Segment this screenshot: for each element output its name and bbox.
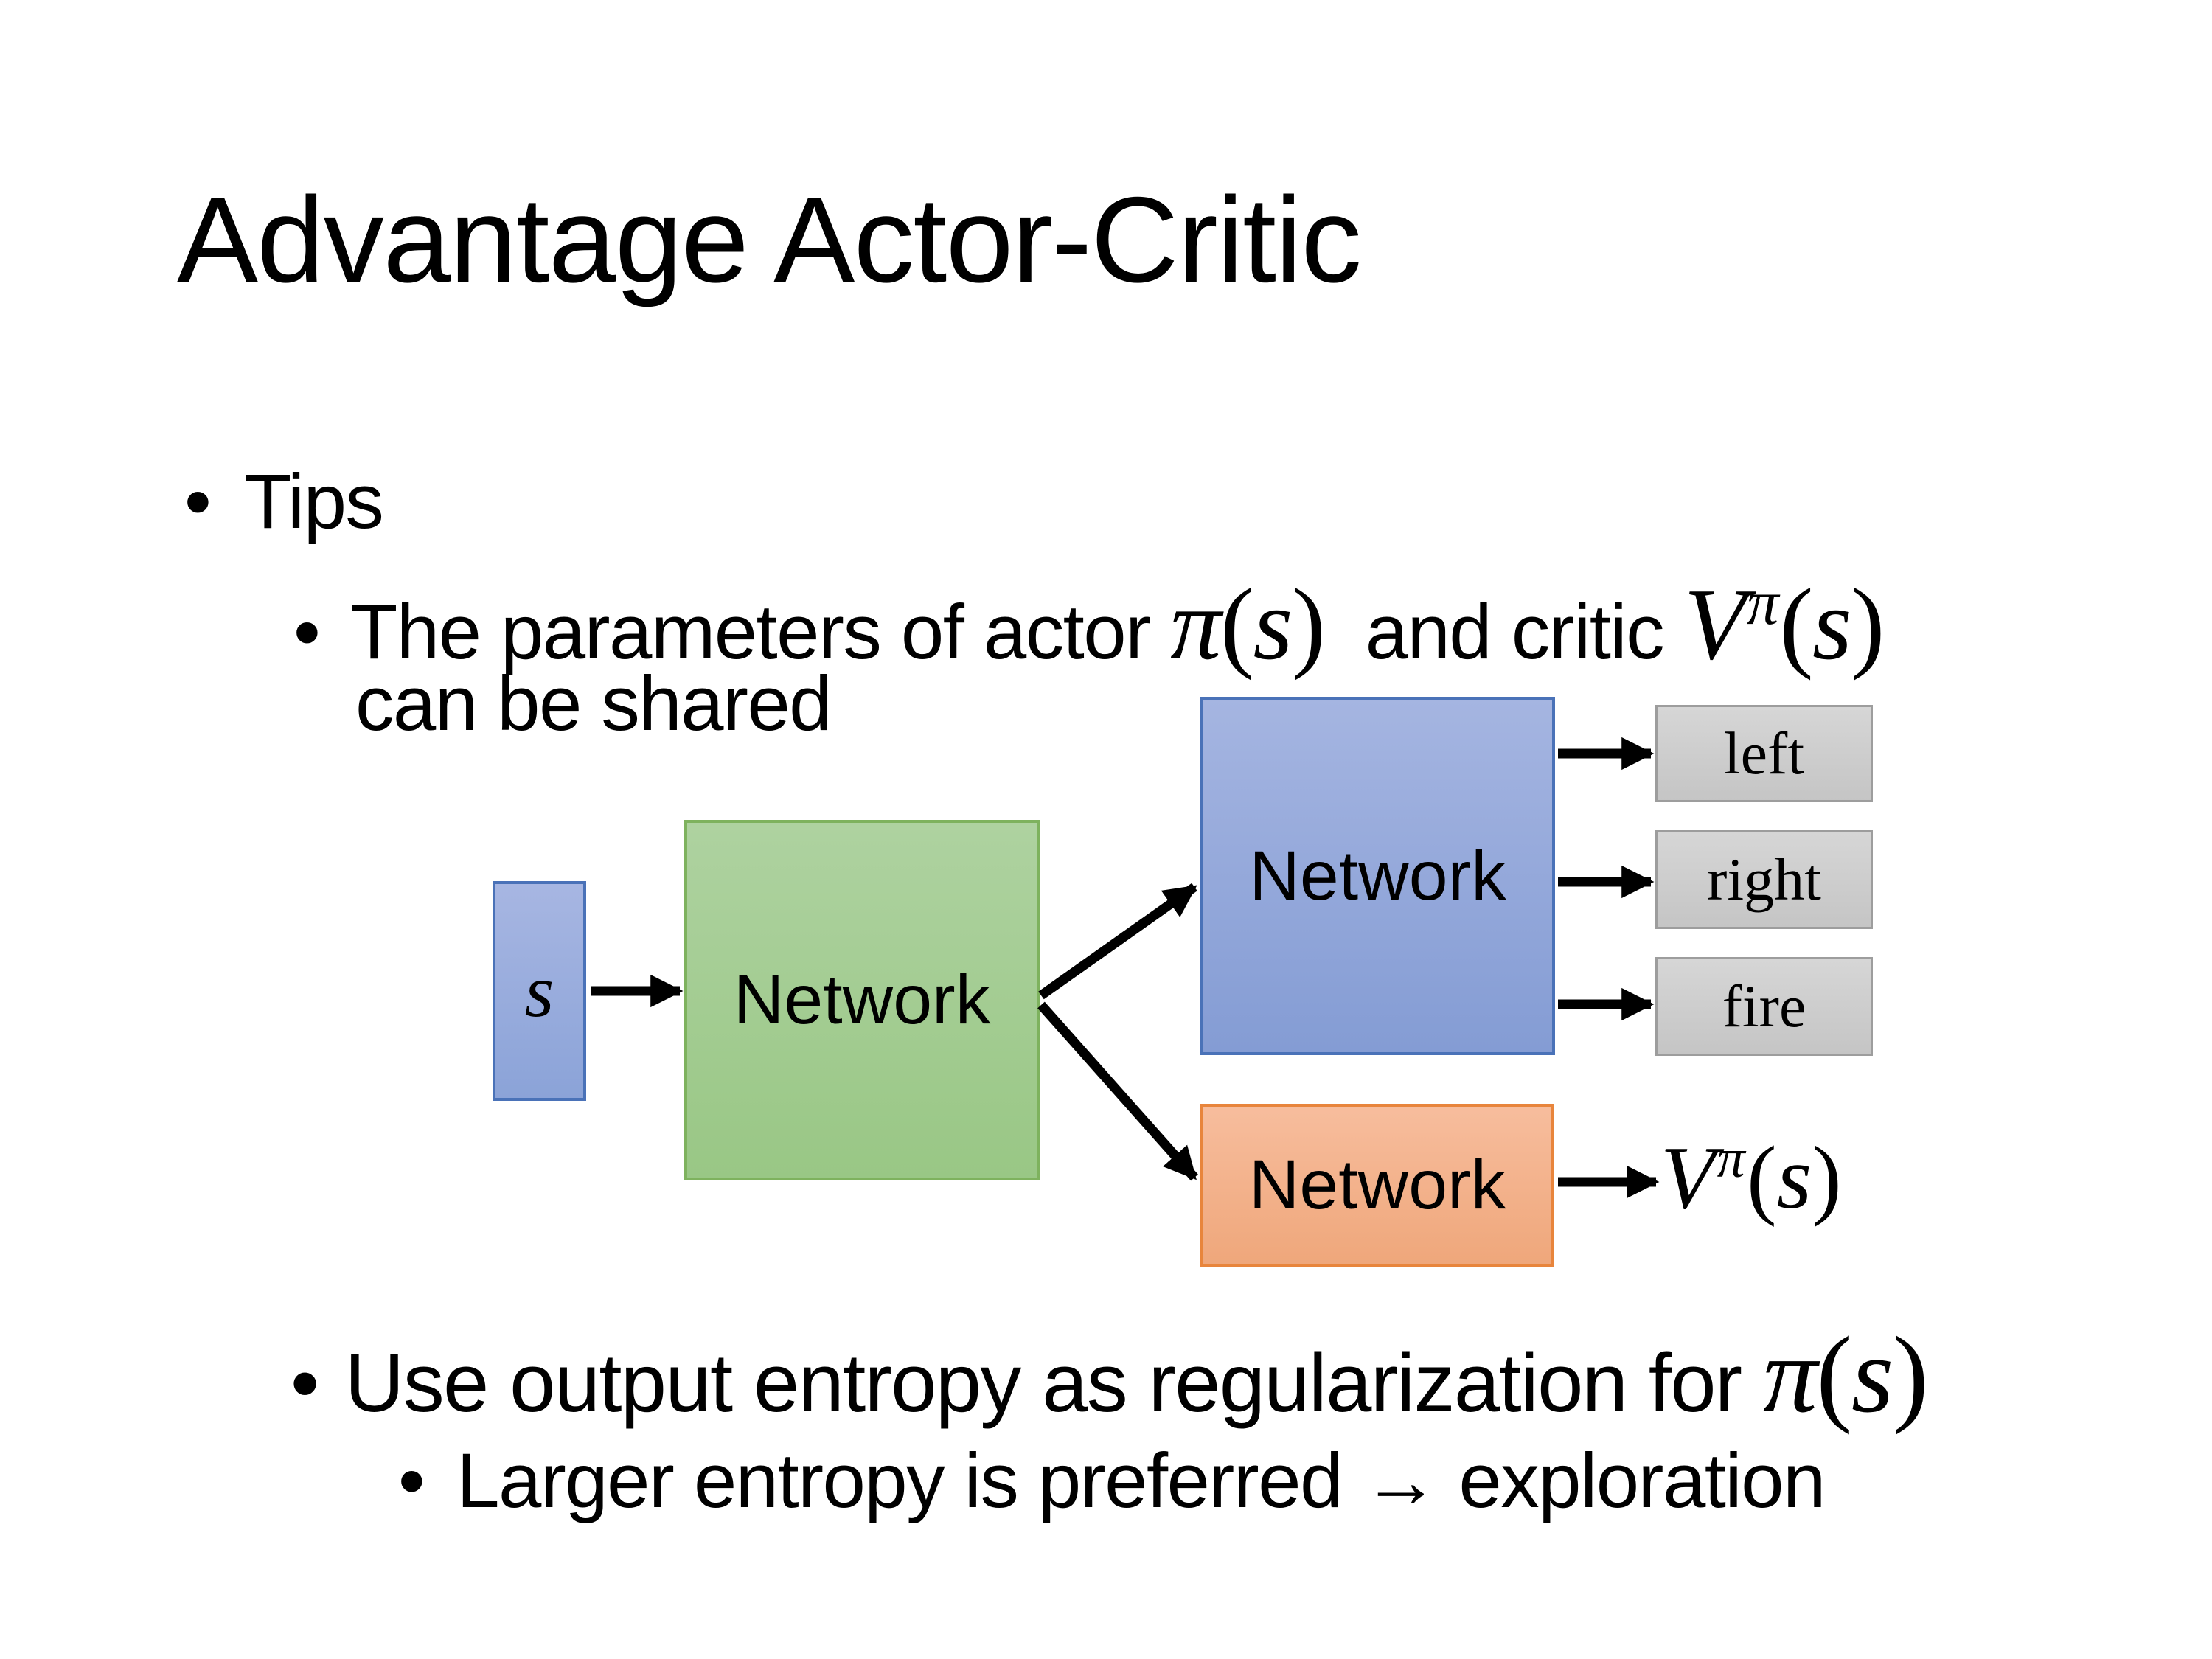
- critic-output-v-pi-s: Vπ(s): [1660, 1128, 1842, 1228]
- action-label-fire: fire: [1722, 973, 1806, 1040]
- parameters-mid-text: and critic: [1324, 589, 1684, 675]
- math-v-pi-s: Vπ(s): [1683, 566, 1885, 681]
- state-input-box: s: [493, 881, 586, 1101]
- bullet-line-entropy: • Use output entropy as regularization fo…: [291, 1312, 1929, 1437]
- entropy-text: Use output entropy as regularization for: [344, 1337, 1763, 1429]
- bullet-line-tips: • Tips: [184, 458, 384, 547]
- tips-label: Tips: [244, 459, 384, 545]
- bullet-dot-icon: •: [398, 1438, 425, 1524]
- parameters-line2: can be shared: [355, 660, 832, 749]
- action-box-right: right: [1655, 830, 1873, 929]
- action-box-fire: fire: [1655, 957, 1873, 1056]
- bullet-dot-icon: •: [184, 459, 212, 545]
- bullet-dot-icon: •: [291, 1337, 319, 1429]
- action-label-right: right: [1707, 846, 1821, 913]
- arrow-shared-to-critic: [1037, 1001, 1198, 1181]
- parameters-text: The parameters of actor: [350, 589, 1171, 675]
- action-label-left: left: [1723, 720, 1805, 787]
- shared-network-label: Network: [733, 961, 991, 1039]
- can-be-shared-text: can be shared: [355, 661, 832, 747]
- critic-network-label: Network: [1248, 1146, 1506, 1224]
- bullet-dot-icon: •: [293, 589, 321, 675]
- math-pi-s: π(s): [1762, 1314, 1929, 1435]
- actor-network-label: Network: [1249, 836, 1506, 915]
- bullet-line-parameters: • The parameters of actor π(s) and critic…: [293, 566, 1885, 683]
- exploration-text: Larger entropy is preferred → exploratio…: [456, 1438, 1826, 1524]
- shared-network-box: Network: [684, 820, 1040, 1180]
- actor-network-box: Network: [1200, 697, 1555, 1055]
- page-title: Advantage Actor-Critic: [177, 172, 1362, 307]
- state-label: s: [524, 949, 554, 1033]
- action-box-left: left: [1655, 705, 1873, 802]
- bullet-line-exploration: • Larger entropy is preferred → explorati…: [398, 1437, 1826, 1526]
- math-pi-s: π(s): [1170, 567, 1326, 681]
- arrow-shared-to-actor: [1038, 883, 1197, 1000]
- critic-network-box: Network: [1200, 1104, 1554, 1267]
